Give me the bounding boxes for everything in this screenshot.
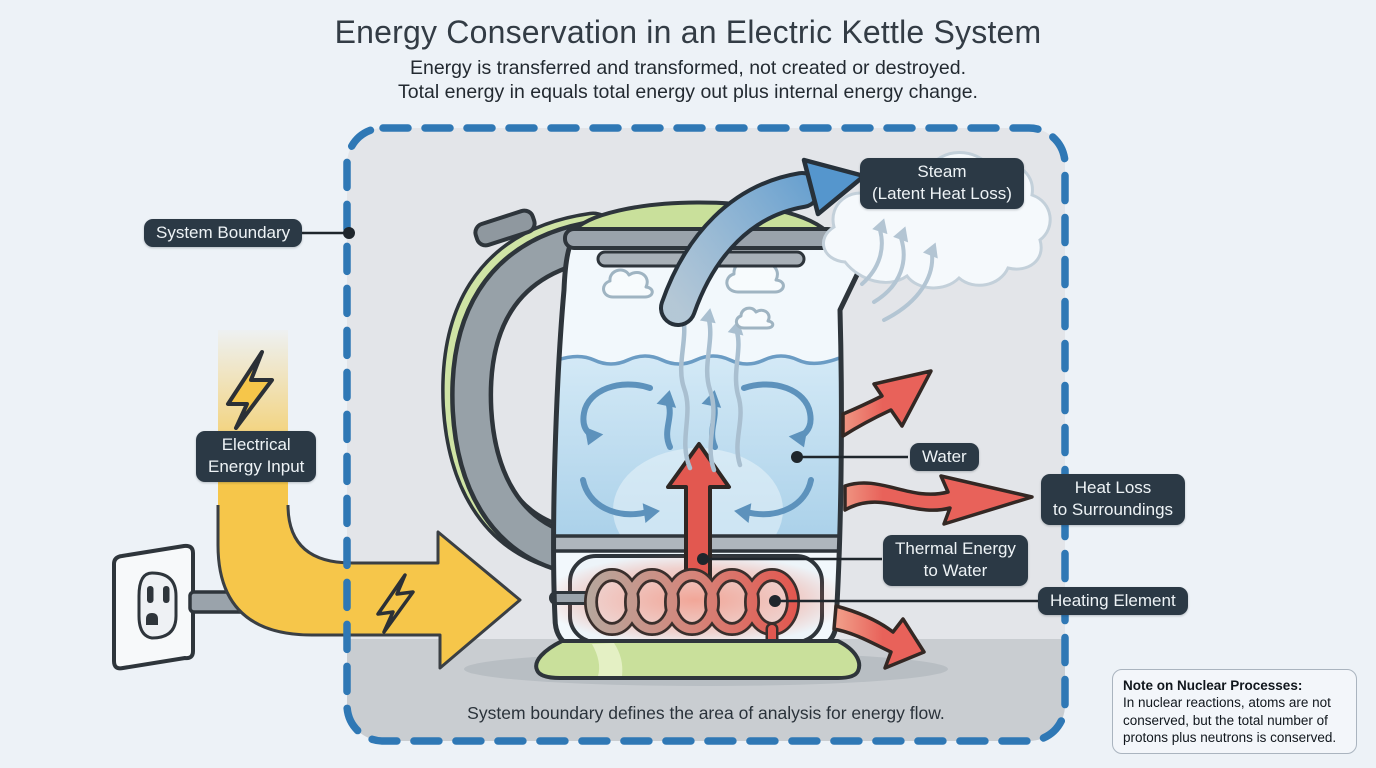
subtitle-line-2: Total energy in equals total energy out …	[398, 80, 978, 103]
label-system-boundary: System Boundary	[144, 219, 303, 248]
electrical-energy-arrow	[216, 330, 522, 670]
lid-lever	[473, 208, 537, 248]
label-electrical-energy-input: Electrical Energy Input	[196, 431, 317, 482]
label-steam: Steam (Latent Heat Loss)	[860, 158, 1024, 209]
small-cloud-icons	[602, 259, 785, 330]
label-heating-element: Heating Element	[1038, 587, 1188, 616]
boundary-caption: System boundary defines the area of anal…	[467, 703, 945, 723]
label-thermal-energy: Thermal Energy to Water	[883, 535, 1028, 586]
heat-loss-arrows	[832, 369, 1034, 670]
label-water: Water	[910, 443, 979, 472]
lightning-bolt-icon	[226, 350, 274, 430]
note-title: Note on Nuclear Processes:	[1123, 678, 1303, 693]
steam-loss-arrow	[659, 157, 867, 327]
subtitle-line-1: Energy is transferred and transformed, n…	[409, 57, 967, 79]
kettle-handle	[441, 211, 622, 574]
nuclear-note-box: Note on Nuclear Processes: In nuclear re…	[1112, 669, 1357, 755]
subtitle: Energy is transferred and transformed, n…	[0, 57, 1376, 105]
label-heat-loss: Heat Loss to Surroundings	[1041, 474, 1186, 525]
header: Energy Conservation in an Electric Kettl…	[0, 14, 1376, 105]
power-outlet-icon	[112, 543, 195, 671]
note-body: In nuclear reactions, atoms are not cons…	[1123, 695, 1337, 745]
kettle-illustration	[441, 200, 871, 680]
spout-steam-wisps	[860, 218, 938, 322]
kettle-base	[534, 639, 862, 680]
steam-wisps	[673, 305, 744, 473]
lightning-bolt-icon	[376, 573, 415, 634]
system-boundary-dashes	[343, 124, 1069, 745]
leader-lines	[296, 227, 1038, 607]
page-title: Energy Conservation in an Electric Kettl…	[334, 14, 1042, 50]
